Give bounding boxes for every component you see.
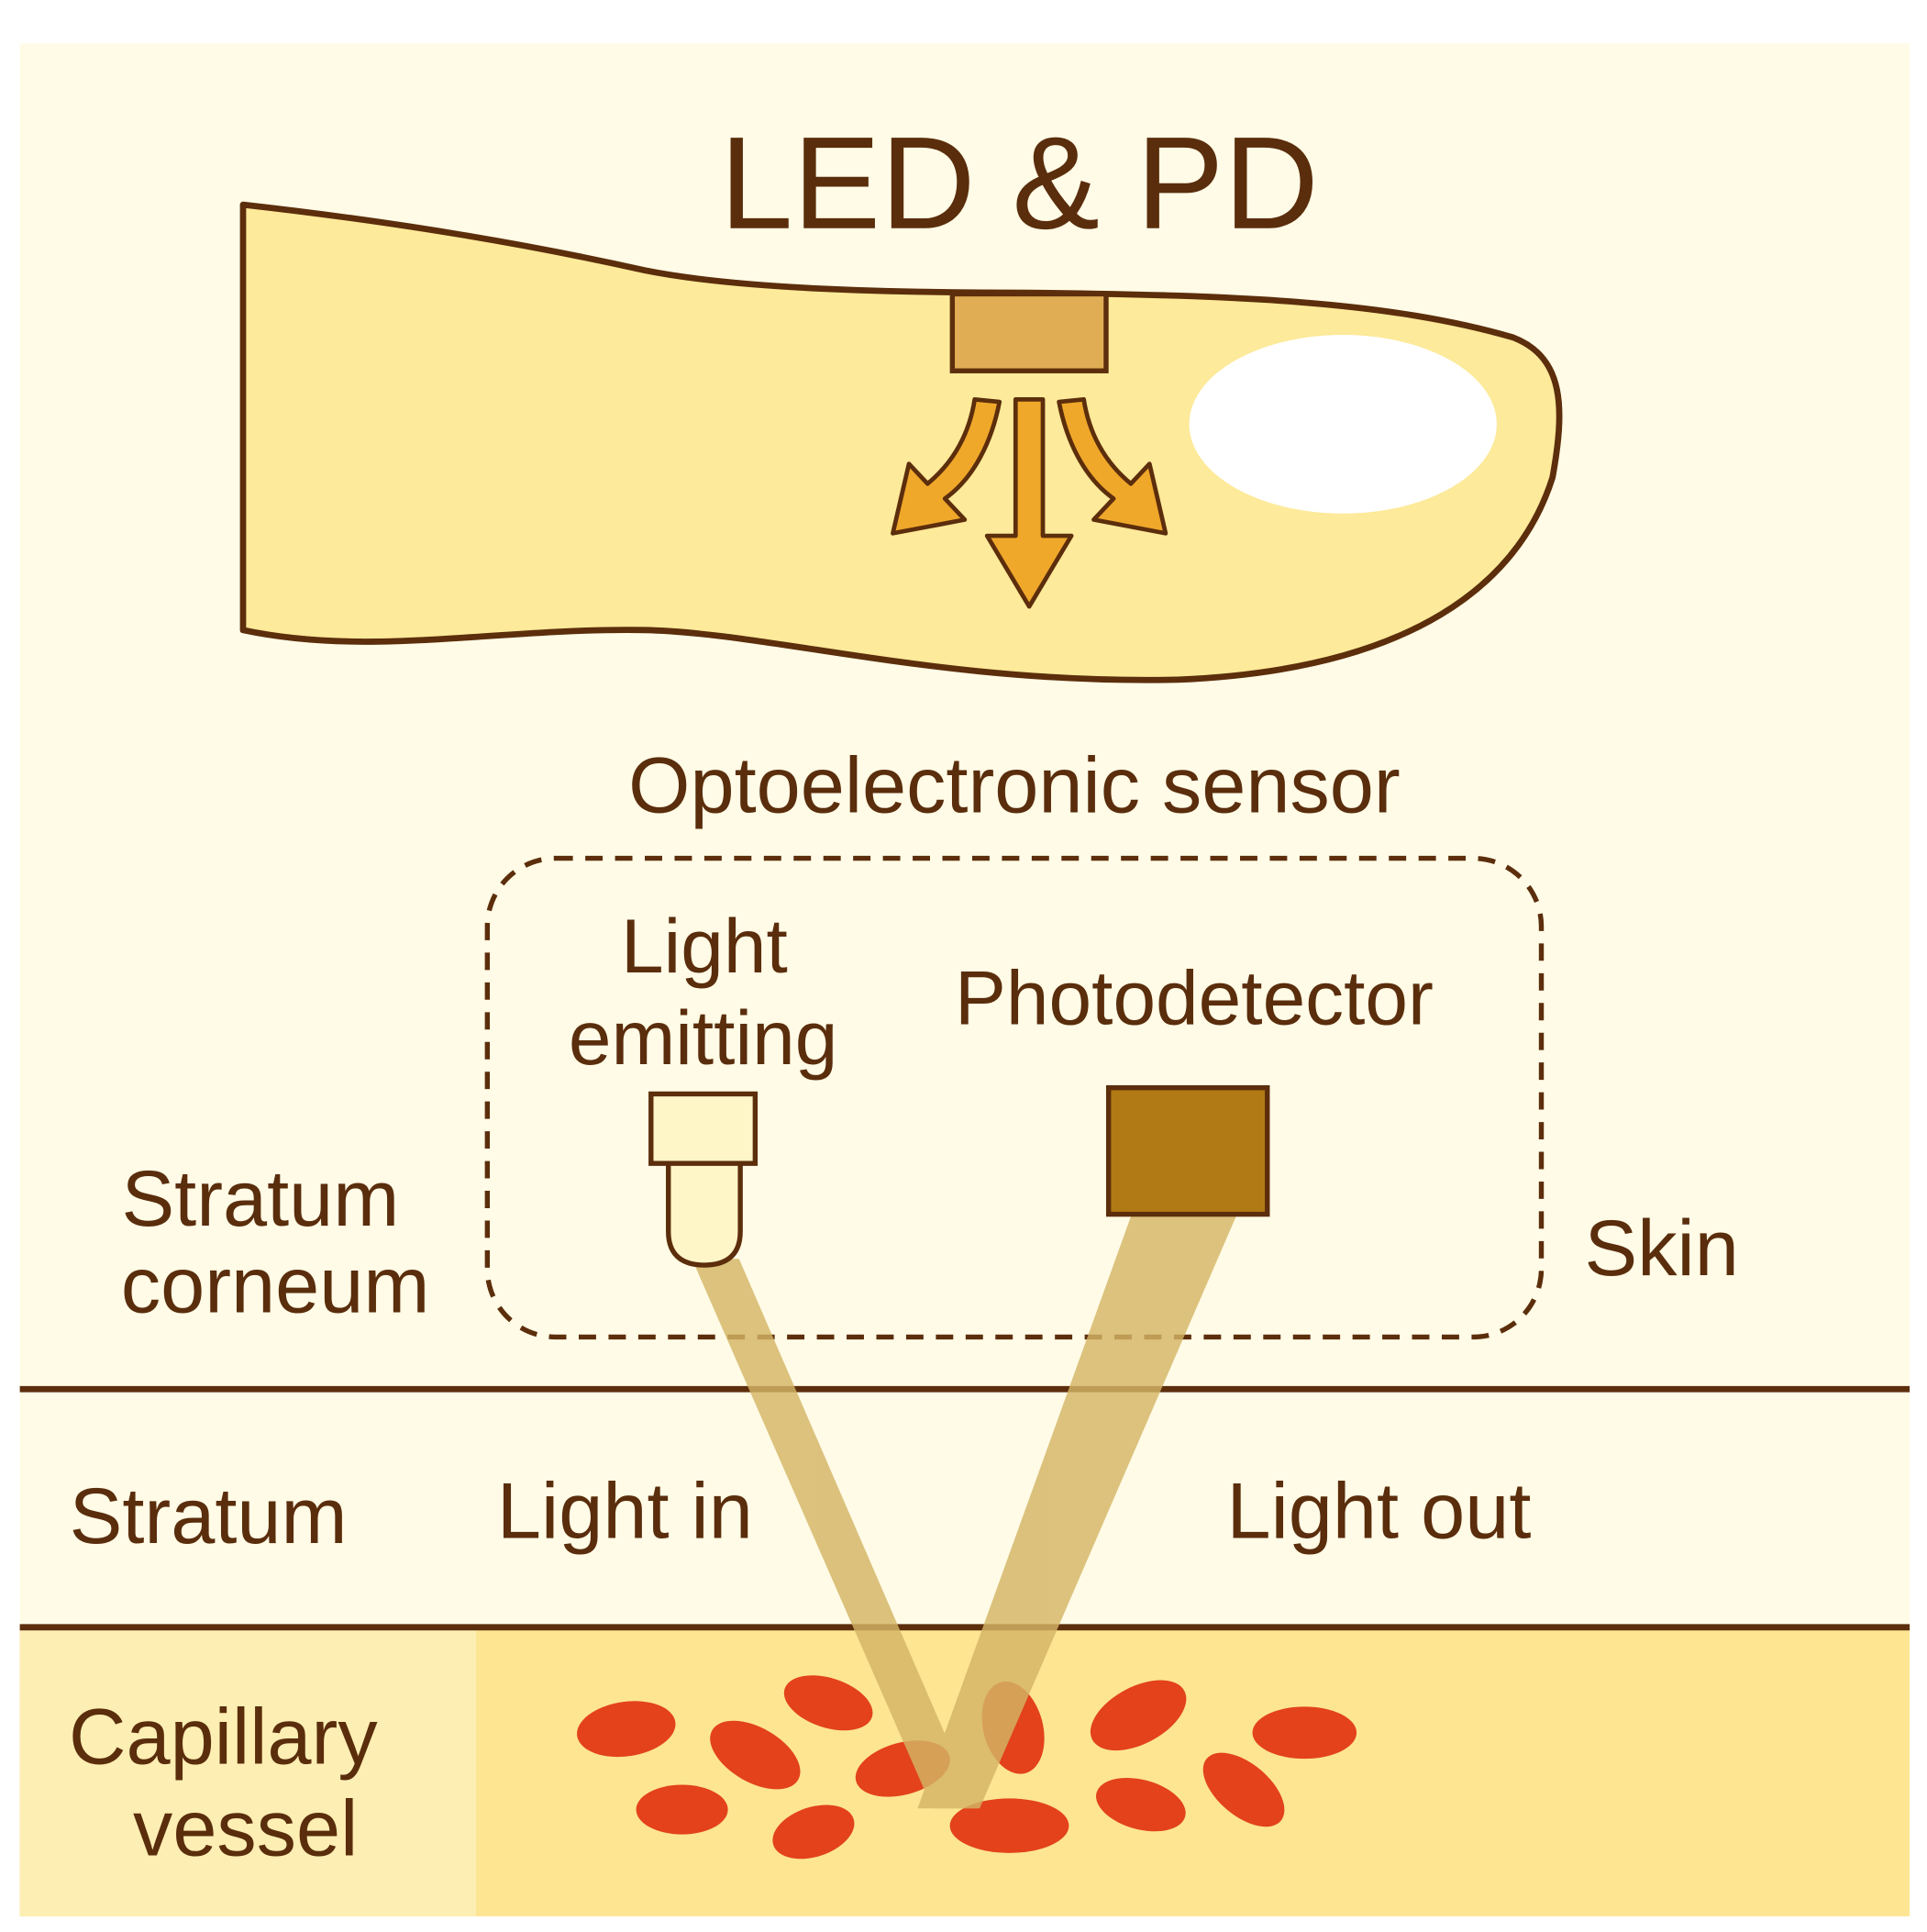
light-emitting-label-2: emitting bbox=[569, 994, 837, 1081]
light-out-label: Light out bbox=[1226, 1467, 1531, 1555]
light-in-beam bbox=[692, 1259, 978, 1809]
skin-label: Skin bbox=[1585, 1205, 1739, 1293]
light-arrows bbox=[891, 396, 1168, 609]
led-lens bbox=[666, 1160, 743, 1268]
capillary-label-1: Capillary bbox=[69, 1693, 378, 1782]
stratum-corneum-label-1: Stratum bbox=[121, 1155, 399, 1243]
arrow-down-left-icon bbox=[891, 396, 1002, 536]
red-blood-cell bbox=[1096, 1778, 1186, 1832]
led-bulb bbox=[648, 1091, 759, 1268]
stratum-label: Stratum bbox=[70, 1472, 348, 1560]
finger-illustration bbox=[239, 201, 1563, 683]
red-blood-cells bbox=[577, 1675, 1357, 1860]
arrow-down-icon bbox=[984, 396, 1074, 609]
red-blood-cell bbox=[577, 1701, 676, 1758]
nail-shape bbox=[1189, 335, 1497, 514]
capillary-label-2: vessel bbox=[133, 1785, 358, 1873]
red-blood-cell bbox=[636, 1784, 728, 1835]
red-blood-cell bbox=[1252, 1706, 1357, 1760]
stratum-corneum-label-2: corneum bbox=[121, 1241, 430, 1329]
light-out-beam bbox=[917, 1213, 1238, 1809]
red-blood-cell bbox=[783, 1675, 873, 1731]
title: LED & PD bbox=[720, 110, 1319, 257]
light-emitting-label-1: Light bbox=[621, 903, 788, 989]
arrow-down-right-icon bbox=[1057, 396, 1168, 536]
finger-outline bbox=[239, 201, 1563, 683]
light-beams bbox=[692, 1213, 1238, 1809]
light-in-label: Light in bbox=[497, 1467, 753, 1555]
photodetector-block bbox=[1105, 1084, 1270, 1217]
red-blood-cell bbox=[772, 1804, 855, 1860]
led-chip bbox=[949, 291, 1109, 373]
red-blood-cell bbox=[1090, 1680, 1187, 1751]
red-blood-cell bbox=[710, 1720, 801, 1790]
photodetector-label: Photodetector bbox=[955, 955, 1434, 1041]
red-blood-cell bbox=[1202, 1752, 1285, 1827]
sensor-boundary bbox=[484, 855, 1545, 1340]
sensor-label: Optoelectronic sensor bbox=[628, 742, 1401, 830]
red-blood-cell bbox=[949, 1798, 1069, 1853]
capillary-label-area bbox=[19, 1627, 477, 1916]
led-base bbox=[648, 1091, 759, 1166]
